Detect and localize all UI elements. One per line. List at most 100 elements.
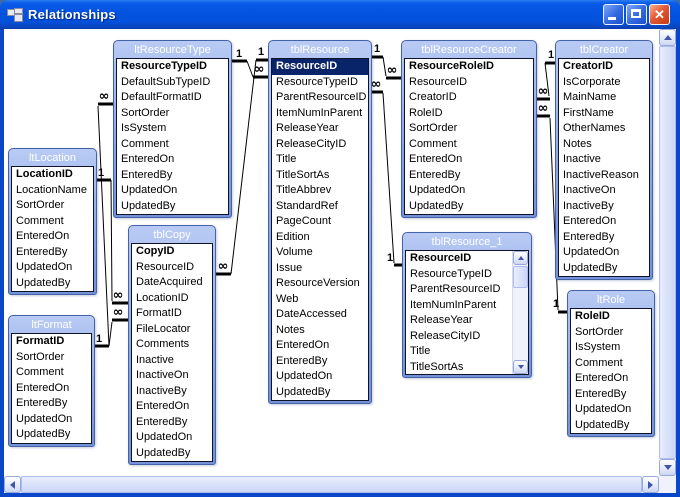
scroll-right-button[interactable] <box>642 476 659 493</box>
field-tblResource-StandardRef[interactable]: StandardRef <box>276 199 338 212</box>
field-tblResource-Title[interactable]: Title <box>276 153 297 165</box>
field-ltLocation-UpdatedOn[interactable]: UpdatedOn <box>16 261 73 273</box>
vertical-scrollbar[interactable] <box>659 29 676 476</box>
field-tblResource-TitleSortAs[interactable]: TitleSortAs <box>276 168 330 181</box>
field-ltFormat-EnteredOn[interactable]: EnteredOn <box>16 381 70 394</box>
field-tblCreator-Inactive[interactable]: Inactive <box>563 153 601 165</box>
field-ltResourceType-ResourceTypeID[interactable]: ResourceTypeID <box>121 60 207 72</box>
scroll-left-button[interactable] <box>4 476 21 493</box>
field-ltRole-IsSystem[interactable]: IsSystem <box>575 341 621 353</box>
field-ltLocation-UpdatedBy[interactable]: UpdatedBy <box>16 276 71 289</box>
field-tblCreator-InactiveReason[interactable]: InactiveReason <box>563 168 639 181</box>
field-tblCreator-IsCorporate[interactable]: IsCorporate <box>563 75 621 88</box>
field-ltRole-EnteredBy[interactable]: EnteredBy <box>575 387 627 400</box>
field-ltFormat-FormatID[interactable]: FormatID <box>16 335 65 347</box>
scroll-up-button[interactable] <box>659 29 676 46</box>
field-tblResource_1-ResourceTypeID[interactable]: ResourceTypeID <box>410 267 492 280</box>
field-tblCopy-EnteredOn[interactable]: EnteredOn <box>136 400 190 412</box>
field-tblResource-EnteredOn[interactable]: EnteredOn <box>276 339 330 351</box>
table-title-ltRole[interactable]: ltRole <box>596 294 626 306</box>
field-tblResourceCreator-UpdatedBy[interactable]: UpdatedBy <box>409 199 464 212</box>
field-tblResource-UpdatedBy[interactable]: UpdatedBy <box>276 385 331 398</box>
field-tblResource_1-ReleaseCityID[interactable]: ReleaseCityID <box>410 329 481 342</box>
field-tblResourceCreator-ResourceID[interactable]: ResourceID <box>409 75 468 88</box>
field-tblResource-Web[interactable]: Web <box>276 292 299 305</box>
field-tblResource-ResourceID[interactable]: ResourceID <box>272 59 368 75</box>
table-title-tblResource_1[interactable]: tblResource_1 <box>431 236 503 248</box>
minimize-button[interactable] <box>603 4 624 25</box>
field-tblResource-Edition[interactable]: Edition <box>276 230 310 243</box>
field-tblCopy-FileLocator[interactable]: FileLocator <box>136 322 191 335</box>
field-tblResource-ResourceVersion[interactable]: ResourceVersion <box>276 277 360 289</box>
field-ltRole-Comment[interactable]: Comment <box>575 356 623 369</box>
field-tblResource-ItemNumInParent[interactable]: ItemNumInParent <box>276 106 363 119</box>
field-tblResource-Volume[interactable]: Volume <box>276 246 313 258</box>
field-ltRole-SortOrder[interactable]: SortOrder <box>575 325 624 338</box>
field-tblCreator-FirstName[interactable]: FirstName <box>563 106 614 119</box>
field-ltLocation-LocationName[interactable]: LocationName <box>16 183 87 196</box>
field-tblCopy-Comments[interactable]: Comments <box>136 338 190 350</box>
field-tblCreator-CreatorID[interactable]: CreatorID <box>563 60 614 72</box>
field-tblCreator-Notes[interactable]: Notes <box>563 137 592 150</box>
field-ltResourceType-DefaultFormatID[interactable]: DefaultFormatID <box>121 91 202 103</box>
field-tblResourceCreator-Comment[interactable]: Comment <box>409 137 457 150</box>
field-tblResourceCreator-EnteredBy[interactable]: EnteredBy <box>409 168 461 181</box>
field-tblResource-UpdatedOn[interactable]: UpdatedOn <box>276 370 333 382</box>
field-tblResourceCreator-EnteredOn[interactable]: EnteredOn <box>409 153 463 165</box>
field-ltRole-UpdatedOn[interactable]: UpdatedOn <box>575 403 632 415</box>
field-ltRole-RoleID[interactable]: RoleID <box>575 310 610 322</box>
field-ltFormat-Comment[interactable]: Comment <box>16 366 64 378</box>
field-tblCopy-UpdatedBy[interactable]: UpdatedBy <box>136 446 191 459</box>
field-ltResourceType-EnteredOn[interactable]: EnteredOn <box>121 153 175 165</box>
scroll-down-button[interactable] <box>659 459 676 476</box>
field-ltResourceType-SortOrder[interactable]: SortOrder <box>121 106 170 119</box>
field-tblCreator-InactiveOn[interactable]: InactiveOn <box>563 184 616 196</box>
table-scroll-up-button[interactable] <box>513 251 528 265</box>
field-tblCopy-EnteredBy[interactable]: EnteredBy <box>136 415 188 428</box>
table-title-ltLocation[interactable]: ltLocation <box>28 152 77 164</box>
field-tblResource-PageCount[interactable]: PageCount <box>276 215 332 227</box>
field-ltRole-UpdatedBy[interactable]: UpdatedBy <box>575 418 630 431</box>
field-ltLocation-EnteredOn[interactable]: EnteredOn <box>16 230 70 242</box>
field-tblResource-ReleaseYear[interactable]: ReleaseYear <box>276 122 339 134</box>
field-tblResource_1-ParentResourceID[interactable]: ParentResourceID <box>410 283 501 295</box>
field-tblCopy-DateAcquired[interactable]: DateAcquired <box>136 276 203 288</box>
field-tblCreator-EnteredBy[interactable]: EnteredBy <box>563 230 615 243</box>
table-title-ltResourceType[interactable]: ltResourceType <box>134 44 211 56</box>
field-tblResource_1-ItemNumInParent[interactable]: ItemNumInParent <box>410 298 497 311</box>
field-ltResourceType-UpdatedOn[interactable]: UpdatedOn <box>121 184 178 196</box>
field-tblCreator-InactiveBy[interactable]: InactiveBy <box>563 199 614 212</box>
field-tblCreator-MainName[interactable]: MainName <box>563 91 617 103</box>
table-title-tblCreator[interactable]: tblCreator <box>579 44 629 56</box>
field-ltResourceType-EnteredBy[interactable]: EnteredBy <box>121 168 173 181</box>
field-tblResourceCreator-UpdatedOn[interactable]: UpdatedOn <box>409 184 466 196</box>
field-ltLocation-SortOrder[interactable]: SortOrder <box>16 199 65 211</box>
field-tblResource-TitleAbbrev[interactable]: TitleAbbrev <box>276 184 332 196</box>
field-ltRole-EnteredOn[interactable]: EnteredOn <box>575 372 629 384</box>
field-tblResource-ReleaseCityID[interactable]: ReleaseCityID <box>276 137 347 150</box>
field-tblResourceCreator-CreatorID[interactable]: CreatorID <box>409 91 457 103</box>
table-title-tblCopy[interactable]: tblCopy <box>153 229 191 241</box>
field-tblResourceCreator-SortOrder[interactable]: SortOrder <box>409 122 458 134</box>
field-ltLocation-EnteredBy[interactable]: EnteredBy <box>16 245 68 258</box>
field-tblCopy-ResourceID[interactable]: ResourceID <box>136 260 195 273</box>
field-ltFormat-SortOrder[interactable]: SortOrder <box>16 350 65 363</box>
table-title-tblResourceCreator[interactable]: tblResourceCreator <box>421 44 517 56</box>
field-tblResourceCreator-RoleID[interactable]: RoleID <box>409 106 443 119</box>
horizontal-scrollbar-thumb[interactable] <box>21 476 642 493</box>
field-tblResource-DateAccessed[interactable]: DateAccessed <box>276 308 347 320</box>
table-scroll-down-button[interactable] <box>513 360 528 374</box>
vertical-scrollbar-thumb[interactable] <box>659 46 676 459</box>
close-button[interactable]: ✕ <box>649 4 670 25</box>
field-tblResource-ResourceTypeID[interactable]: ResourceTypeID <box>276 75 358 88</box>
table-scrollbar-thumb[interactable] <box>513 266 528 288</box>
field-tblResource-ParentResourceID[interactable]: ParentResourceID <box>276 91 367 103</box>
field-tblCopy-UpdatedOn[interactable]: UpdatedOn <box>136 431 193 443</box>
field-tblResourceCreator-ResourceRoleID[interactable]: ResourceRoleID <box>409 60 494 72</box>
field-tblCopy-FormatID[interactable]: FormatID <box>136 307 182 319</box>
field-tblCreator-EnteredOn[interactable]: EnteredOn <box>563 215 617 227</box>
field-ltFormat-EnteredBy[interactable]: EnteredBy <box>16 397 68 409</box>
